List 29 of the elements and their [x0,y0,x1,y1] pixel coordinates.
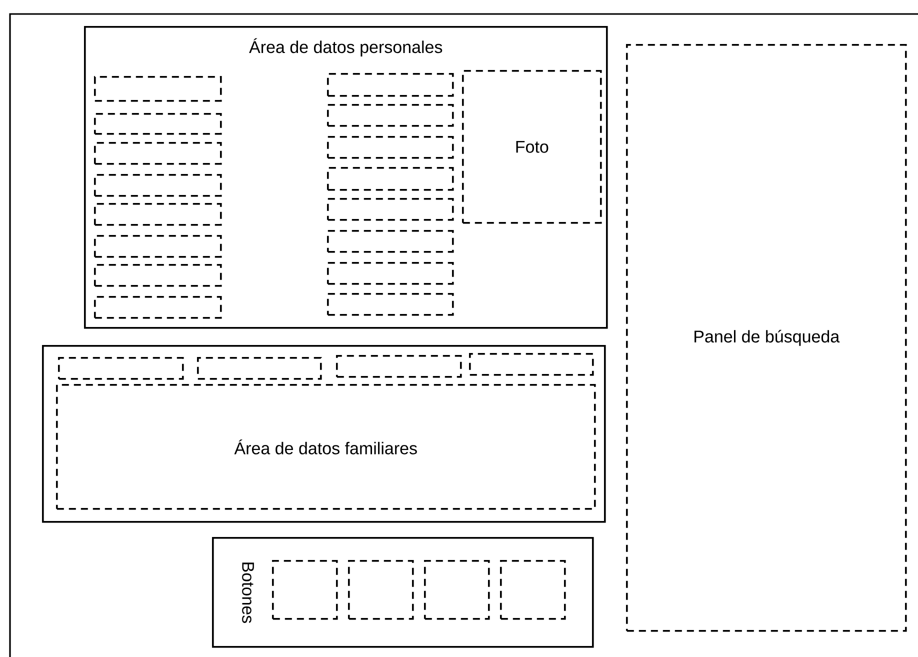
field-placeholder [327,104,454,127]
field-placeholder [327,230,454,253]
field-placeholder [94,174,222,197]
field-placeholder [327,198,454,221]
buttons-panel: Botones [212,537,594,648]
photo-frame: Foto [462,70,602,224]
field-placeholder [94,76,222,102]
field-placeholder [94,113,222,135]
field-placeholder [94,296,222,319]
field-placeholder [94,235,222,258]
tab-placeholder [58,357,184,380]
search-panel: Panel de búsqueda [626,44,907,632]
button-placeholder [272,560,338,620]
tab-placeholder [336,355,462,378]
button-placeholder [500,560,566,620]
field-placeholder [327,73,454,97]
field-placeholder [327,262,454,285]
field-placeholder [327,136,454,159]
field-placeholder [327,293,454,316]
family-data-panel [42,345,606,523]
tab-placeholder [469,353,594,376]
field-placeholder [94,203,222,226]
button-placeholder [348,560,414,620]
tab-placeholder [197,357,322,380]
button-placeholder [424,560,490,620]
family-data-area: Área de datos familiares [56,384,596,510]
field-placeholder [327,167,454,191]
field-placeholder [94,264,222,287]
field-placeholder [94,142,222,165]
